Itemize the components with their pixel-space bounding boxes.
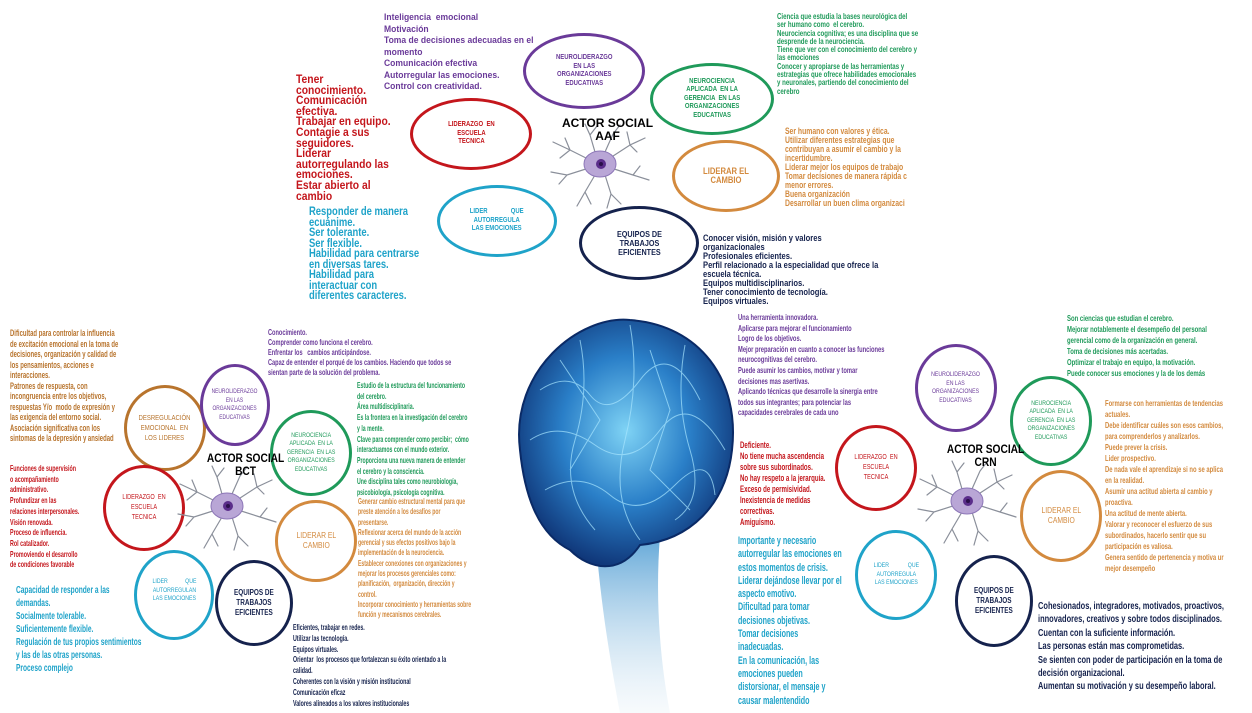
bct-desregulacion-text: Dificultad para controlar la influencia … xyxy=(10,328,119,443)
node-label: LIDER QUE AUTORREGULAN LAS EMOCIONES xyxy=(152,578,196,602)
node-label: EQUIPOS DE TRABAJOS EFICIENTES xyxy=(974,586,1014,615)
bct-node-desregulacion: DESREGULACIÓN EMOCIONAL EN LOS LIDERES xyxy=(124,385,206,471)
crn-node-neurociencia: NEUROCIENCIA APLICADA EN LA GERENCIA EN … xyxy=(1010,376,1092,466)
bct-node-liderar: LIDERAR EL CAMBIO xyxy=(275,500,357,582)
node-label: NEUROCIENCIA APLICADA EN LA GERENCIA EN … xyxy=(1026,399,1076,441)
aaf-node-neurociencia: NEUROCIENCIA APLICADA EN LA GERENCIA EN … xyxy=(650,63,774,135)
crn-actor-label: ACTOR SOCIAL CRN xyxy=(946,442,1025,469)
crn-liderar-text: Formarse con herramientas de tendencias … xyxy=(1105,398,1224,573)
node-label: NEUROLIDERAZGO EN LAS ORGANIZACIONES EDU… xyxy=(555,54,613,87)
aaf-node-equipos: EQUIPOS DE TRABAJOS EFICIENTES xyxy=(579,206,699,280)
aaf-lider-text: Responder de manera ecuánime. Ser tolera… xyxy=(309,206,420,302)
node-label: NEUROLIDERAZGO EN LAS ORGANIZACIONES EDU… xyxy=(212,388,258,421)
node-label: LIDERAR EL CAMBIO xyxy=(1041,506,1081,525)
node-label: LIDERAR EL CAMBIO xyxy=(296,531,336,550)
aaf-liderazgo-text: Tener conocimiento. Comunicación efectiv… xyxy=(296,72,391,203)
node-label: DESREGULACIÓN EMOCIONAL EN LOS LIDERES xyxy=(138,413,191,442)
aaf-node-lider: LIDER QUE AUTORREGULA LAS EMOCIONES xyxy=(437,185,557,257)
bct-liderazgo-text: Funciones de supervisión o acompañamient… xyxy=(10,463,80,570)
node-label: NEUROLIDERAZGO EN LAS ORGANIZACIONES EDU… xyxy=(931,371,981,404)
crn-neuroliderazgo-text: Una herramienta innovadora. Aplicarse pa… xyxy=(738,312,885,418)
aaf-neuroliderazgo-text: Inteligencia emocional Motivación Toma d… xyxy=(384,12,534,92)
node-label: NEUROCIENCIA APLICADA EN LA GERENCIA EN … xyxy=(286,431,336,473)
crn-lider-text: Importante y necesario autorregular las … xyxy=(738,535,842,707)
bct-neuroliderazgo-text: Conocimiento. Comprender como funciona e… xyxy=(268,327,452,377)
crn-liderazgo-text: Deficiente. No tiene mucha ascendencia s… xyxy=(740,440,826,527)
bct-node-equipos: EQUIPOS DE TRABAJOS EFICIENTES xyxy=(215,560,293,646)
node-label: LIDERAZGO EN ESCUELA TECNICA xyxy=(447,121,495,146)
bct-node-liderazgo: LIDERAZGO EN ESCUELA TECNICA xyxy=(103,465,185,551)
aaf-node-liderazgo: LIDERAZGO EN ESCUELA TECNICA xyxy=(410,98,532,170)
bct-liderar-text: Generar cambio estructural mental para q… xyxy=(358,496,472,620)
crn-node-equipos: EQUIPOS DE TRABAJOS EFICIENTES xyxy=(955,555,1033,647)
aaf-liderar-text: Ser humano con valores y ética. Utilizar… xyxy=(785,126,907,209)
bct-node-neuroliderazgo: NEUROLIDERAZGO EN LAS ORGANIZACIONES EDU… xyxy=(200,364,270,446)
aaf-node-neuroliderazgo: NEUROLIDERAZGO EN LAS ORGANIZACIONES EDU… xyxy=(523,33,645,109)
crn-node-liderar: LIDERAR EL CAMBIO xyxy=(1020,470,1102,562)
crn-node-liderazgo: LIDERAZGO EN ESCUELA TECNICA xyxy=(835,425,917,511)
node-label: LIDERAR EL CAMBIO xyxy=(703,166,749,185)
bct-node-lider: LIDER QUE AUTORREGULAN LAS EMOCIONES xyxy=(134,550,214,640)
neuron-icon xyxy=(545,120,655,215)
node-label: EQUIPOS DE TRABAJOS EFICIENTES xyxy=(234,588,274,617)
node-label: LIDERAZGO EN ESCUELA TECNICA xyxy=(854,454,898,481)
bct-neurociencia-text: Estudio de la estructura del funcionamie… xyxy=(357,380,469,498)
bct-actor-label: ACTOR SOCIAL BCT xyxy=(206,451,285,478)
bct-equipos-text: Eficientes, trabajar en redes. Utilizar … xyxy=(293,622,447,708)
node-label: EQUIPOS DE TRABAJOS EFICIENTES xyxy=(616,228,662,257)
aaf-actor-label: ACTOR SOCIAL AAF xyxy=(562,116,654,143)
bct-node-neurociencia: NEUROCIENCIA APLICADA EN LA GERENCIA EN … xyxy=(270,410,352,496)
brain-illustration xyxy=(518,318,734,713)
aaf-node-liderar: LIDERAR EL CAMBIO xyxy=(672,140,780,212)
neuron-icon xyxy=(172,462,282,557)
node-label: LIDERAZGO EN ESCUELA TECNICA xyxy=(122,494,166,521)
neuron-icon xyxy=(912,457,1022,552)
crn-neurociencia-text: Son ciencias que estudian el cerebro. Me… xyxy=(1067,313,1207,378)
crn-node-neuroliderazgo: NEUROLIDERAZGO EN LAS ORGANIZACIONES EDU… xyxy=(915,344,997,432)
crn-equipos-text: Cohesionados, integradores, motivados, p… xyxy=(1038,600,1225,693)
node-label: LIDER QUE AUTORREGULA LAS EMOCIONES xyxy=(470,208,524,233)
node-label: NEUROCIENCIA APLICADA EN LA GERENCIA EN … xyxy=(683,77,741,119)
node-label: LIDER QUE AUTORREGULA LAS EMOCIONES xyxy=(873,562,919,587)
crn-node-lider: LIDER QUE AUTORREGULA LAS EMOCIONES xyxy=(855,530,937,620)
aaf-equipos-text: Conocer visión, misión y valores organiz… xyxy=(703,233,879,307)
aaf-neurociencia-text: Ciencia que estudia la bases neurológica… xyxy=(777,11,919,96)
bct-lider-text: Capacidad de responder a las demandas. S… xyxy=(16,585,142,674)
